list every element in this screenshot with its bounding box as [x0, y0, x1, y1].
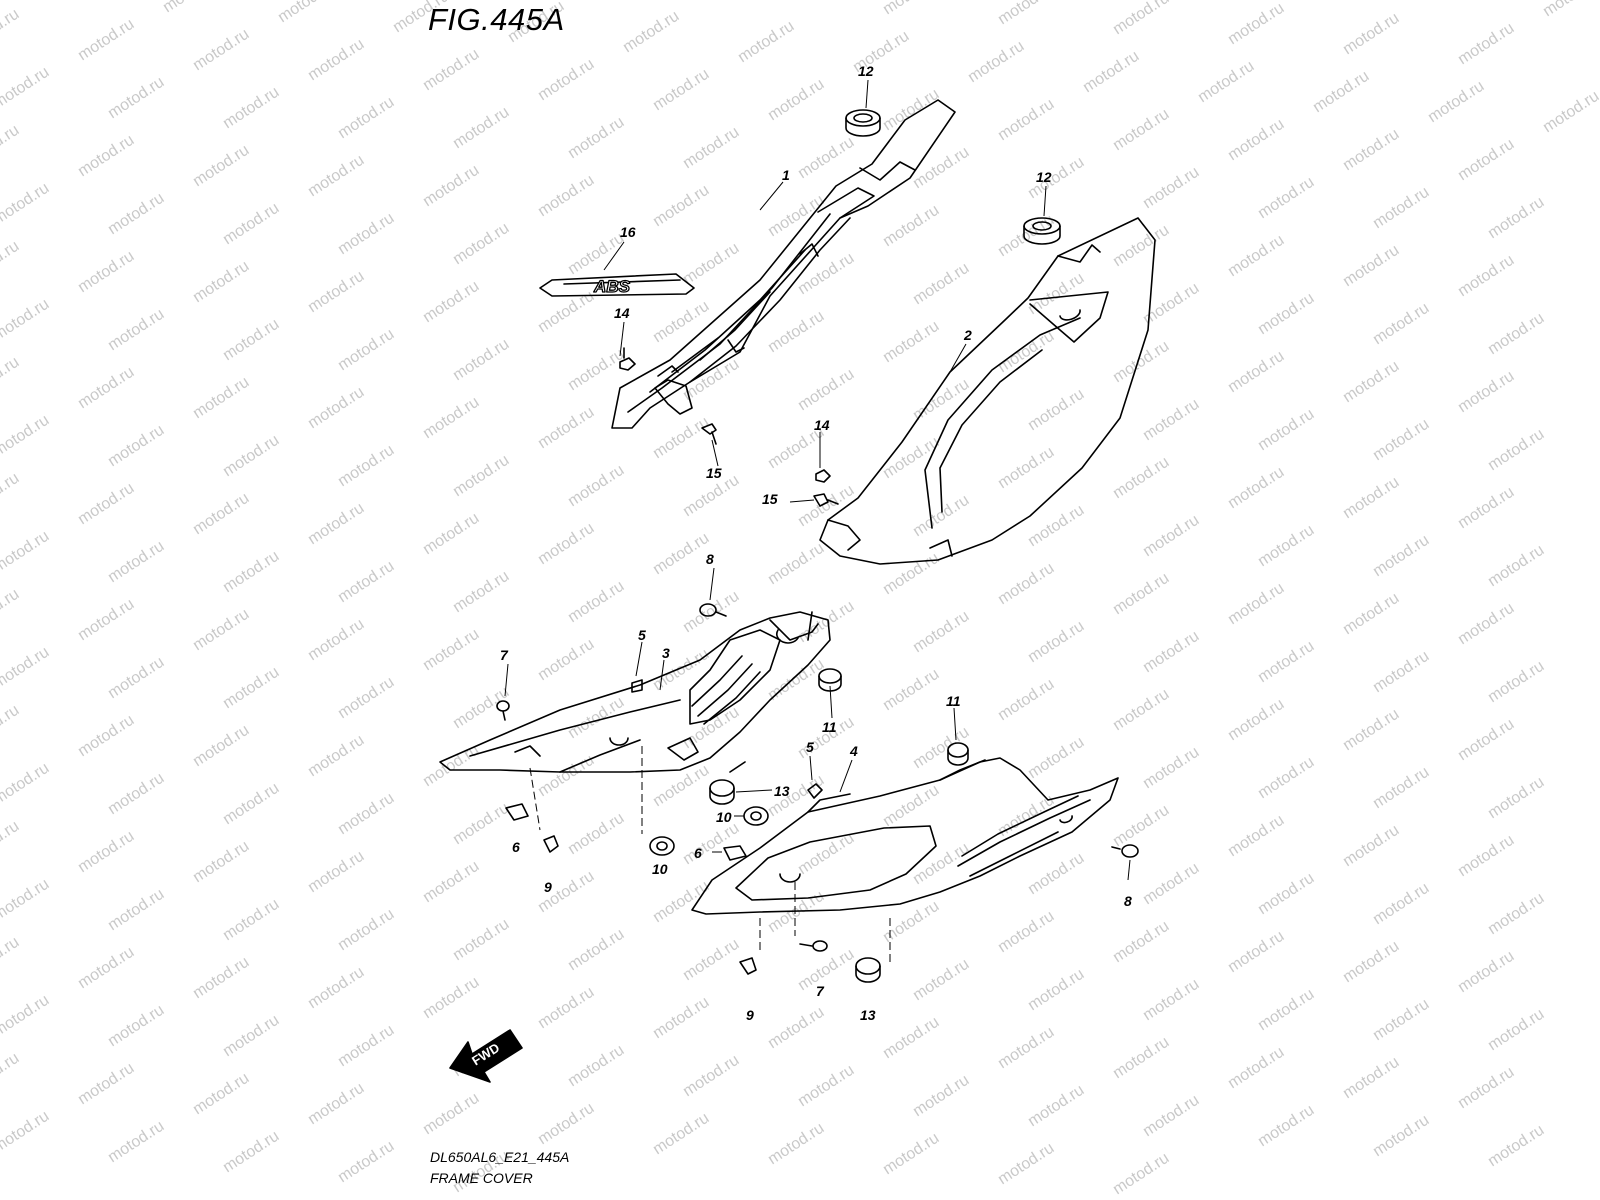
part-4-frame-cover[interactable] — [691, 757, 1119, 915]
grommet-12-lower[interactable] — [1023, 217, 1061, 245]
part-3-frame-cover[interactable] — [439, 611, 831, 773]
screw-7-lower[interactable] — [799, 940, 828, 952]
callout-7a: 7 — [500, 647, 509, 663]
screw-15-lower[interactable] — [813, 493, 839, 507]
callout-14a: 14 — [614, 305, 630, 321]
cushion-13-lower[interactable] — [855, 957, 881, 983]
screw-15-upper[interactable] — [701, 423, 717, 445]
callout-13b: 13 — [860, 1007, 876, 1023]
cushion-6-upper[interactable] — [505, 803, 529, 821]
leader-lines — [504, 79, 1131, 881]
callout-15a: 15 — [706, 465, 722, 481]
nut-9-upper[interactable] — [543, 835, 559, 853]
bolt-14-lower[interactable] — [815, 469, 831, 483]
forward-arrow-icon: FWD — [449, 1029, 523, 1083]
callout-6b: 6 — [694, 845, 702, 861]
callout-14b: 14 — [814, 417, 830, 433]
callout-7b: 7 — [816, 983, 825, 999]
clip-5-upper[interactable] — [631, 679, 643, 693]
abs-emblem[interactable]: ABS — [539, 273, 695, 297]
figure-code: DL650AL6_E21_445A — [430, 1149, 570, 1165]
bolt-8-upper[interactable] — [699, 603, 727, 617]
grommet-12-upper[interactable] — [845, 109, 881, 137]
cushion-6-lower[interactable] — [723, 845, 747, 861]
alignment-lines — [529, 746, 891, 966]
callout-6a: 6 — [512, 839, 520, 855]
figure-title: FIG.445A — [428, 2, 565, 37]
callout-16: 16 — [620, 224, 636, 240]
callout-5a: 5 — [638, 627, 646, 643]
callout-4: 4 — [849, 743, 858, 759]
part-1-upper-cover[interactable] — [611, 99, 956, 429]
callout-labels: 12 12 1 16 2 14 15 14 15 8 5 3 7 11 11 5… — [500, 63, 1132, 1023]
cushion-11-lower[interactable] — [947, 742, 969, 766]
grommet-10-lower[interactable] — [743, 806, 769, 826]
callout-11a: 11 — [822, 719, 837, 735]
abs-emblem-text: ABS — [593, 277, 631, 296]
screw-7-upper[interactable] — [496, 700, 510, 721]
callout-5b: 5 — [806, 739, 814, 755]
callout-15b: 15 — [762, 491, 778, 507]
callout-12b: 12 — [1036, 169, 1052, 185]
callout-8b: 8 — [1124, 893, 1132, 909]
callout-12a: 12 — [858, 63, 874, 79]
callout-1: 1 — [782, 167, 790, 183]
bolt-8-lower[interactable] — [1111, 844, 1139, 858]
callout-2: 2 — [963, 327, 972, 343]
grommet-10-upper[interactable] — [649, 836, 675, 856]
callout-10a: 10 — [716, 809, 732, 825]
callout-13a: 13 — [774, 783, 790, 799]
cushion-13-upper[interactable] — [709, 779, 735, 805]
bolt-14-upper[interactable] — [619, 347, 636, 371]
figure-caption: FRAME COVER — [430, 1170, 533, 1186]
part-2-side-cover[interactable] — [819, 217, 1156, 565]
callout-9b: 9 — [746, 1007, 754, 1023]
callout-8a: 8 — [706, 551, 714, 567]
callout-11b: 11 — [946, 693, 961, 709]
callout-3: 3 — [662, 645, 670, 661]
clip-5-lower[interactable] — [807, 783, 823, 799]
callout-10b: 10 — [652, 861, 668, 877]
callout-9a: 9 — [544, 879, 552, 895]
nut-9-lower[interactable] — [739, 957, 757, 975]
